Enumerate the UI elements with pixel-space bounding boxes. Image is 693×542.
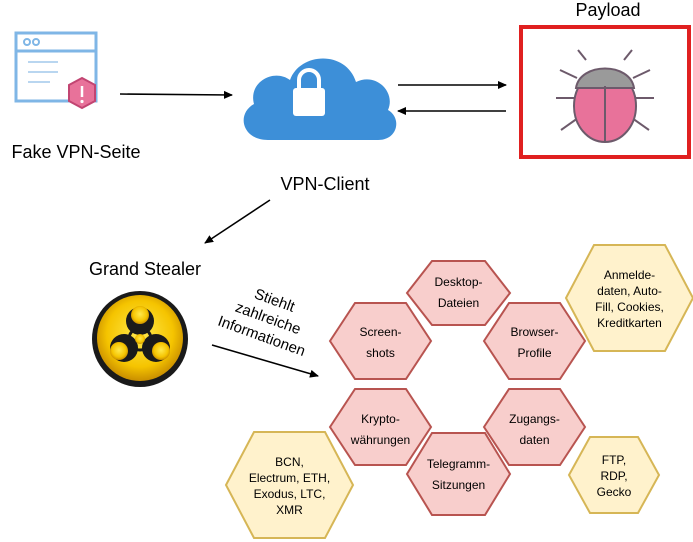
grand-stealer-label: Grand Stealer — [88, 259, 202, 279]
note-crypto-details-label: BCN, Electrum, ETH, Exodus, LTC, XMR — [234, 454, 345, 518]
hex-zugang — [482, 388, 587, 466]
hex-browser-label: Browser- Profile — [484, 322, 585, 364]
note-browser-details-label: Anmelde- daten, Auto- Fill, Cookies, Kre… — [576, 267, 683, 331]
hex-zugang-label: Zugangs- daten — [484, 409, 585, 451]
hex-browser-line-2: Profile — [517, 346, 552, 360]
hex-browser — [482, 302, 587, 380]
hex-telegram-line-2: Sitzungen — [431, 478, 486, 492]
note-browser-line-1: Anmelde- — [603, 268, 656, 282]
hex-zugang-line-2: daten — [519, 433, 550, 447]
arrow-stealer-to-data — [211, 344, 319, 378]
biohazard-icon — [92, 291, 188, 387]
note-ftp-line-1: FTP, — [601, 453, 627, 467]
hex-krypto-line-1: Krypto- — [361, 412, 400, 426]
note-crypto-line-4: XMR — [276, 503, 303, 517]
note-browser-line-3: Fill, Cookies, — [595, 300, 664, 314]
hex-krypto-line-2: währungen — [350, 433, 411, 447]
hex-screenshots-line-2: shots — [366, 346, 395, 360]
hex-telegram-label: Telegramm- Sitzungen — [407, 454, 510, 496]
hex-krypto-label: Krypto- währungen — [330, 409, 431, 451]
hex-krypto — [328, 388, 433, 466]
bug-icon — [556, 49, 654, 143]
fake-site-label: Fake VPN-Seite — [11, 142, 141, 162]
note-ftp-details — [567, 436, 661, 514]
note-crypto-line-2: Electrum, ETH, — [248, 471, 331, 485]
note-ftp-line-2: RDP, — [600, 469, 628, 483]
hex-desktop — [405, 260, 512, 326]
arrow-site-to-client — [119, 90, 233, 99]
note-crypto-line-1: BCN, — [275, 455, 304, 469]
fake-website-icon — [14, 31, 98, 110]
hex-desktop-line-1: Desktop- — [434, 275, 483, 289]
hex-telegram — [405, 432, 512, 516]
vpn-client-label: VPN-Client — [280, 174, 370, 194]
hex-zugang-line-1: Zugangs- — [509, 412, 560, 426]
note-browser-details — [564, 244, 693, 352]
hex-telegram-line-1: Telegramm- — [426, 457, 491, 471]
cloud-lock-icon — [243, 58, 397, 140]
arrow-client-to-stealer — [204, 199, 271, 244]
hex-screenshots-label: Screen- shots — [330, 322, 431, 364]
hex-desktop-line-2: Dateien — [437, 296, 480, 310]
hex-screenshots — [328, 302, 433, 380]
hex-desktop-label: Desktop- Dateien — [407, 272, 510, 314]
hex-screenshots-line-1: Screen- — [359, 325, 402, 339]
note-ftp-line-3: Gecko — [596, 485, 632, 499]
note-browser-line-2: daten, Auto- — [597, 284, 662, 298]
note-crypto-details — [224, 431, 355, 539]
hex-browser-line-1: Browser- — [510, 325, 559, 339]
note-crypto-line-3: Exodus, LTC, — [253, 487, 326, 501]
note-ftp-details-label: FTP, RDP, Gecko — [579, 452, 649, 500]
payload-label: Payload — [575, 0, 641, 20]
note-browser-line-4: Kreditkarten — [597, 316, 662, 330]
